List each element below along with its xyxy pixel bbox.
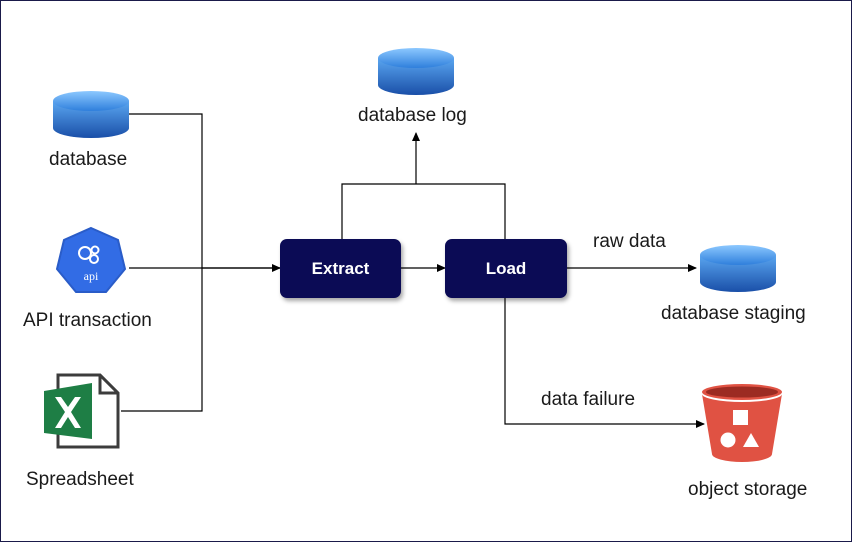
api-transaction-label: API transaction xyxy=(23,310,152,331)
excel-file-icon xyxy=(44,373,120,449)
database-staging-cylinder-icon xyxy=(700,245,776,292)
storage-bucket-icon xyxy=(702,384,782,462)
database-log-cylinder-icon xyxy=(378,48,454,95)
edge-to-database-log xyxy=(341,133,506,239)
data-failure-edge-label: data failure xyxy=(541,389,636,410)
load-process: Load xyxy=(445,239,567,298)
edge-load-to-object-storage xyxy=(504,298,705,428)
database-log-label: database log xyxy=(358,105,467,126)
database-cylinder-icon xyxy=(53,91,129,138)
edge-spreadsheet-to-extract xyxy=(121,268,203,412)
edge-database-to-extract xyxy=(129,113,281,272)
spreadsheet-label: Spreadsheet xyxy=(26,469,134,490)
raw-data-edge-label: raw data xyxy=(593,231,666,252)
extract-process: Extract xyxy=(280,239,401,298)
database-staging-label: database staging xyxy=(661,303,806,324)
kubernetes-api-icon: api xyxy=(55,226,127,293)
database-label: database xyxy=(49,149,128,170)
api-badge-text: api xyxy=(84,269,99,283)
object-storage-label: object storage xyxy=(688,479,808,500)
